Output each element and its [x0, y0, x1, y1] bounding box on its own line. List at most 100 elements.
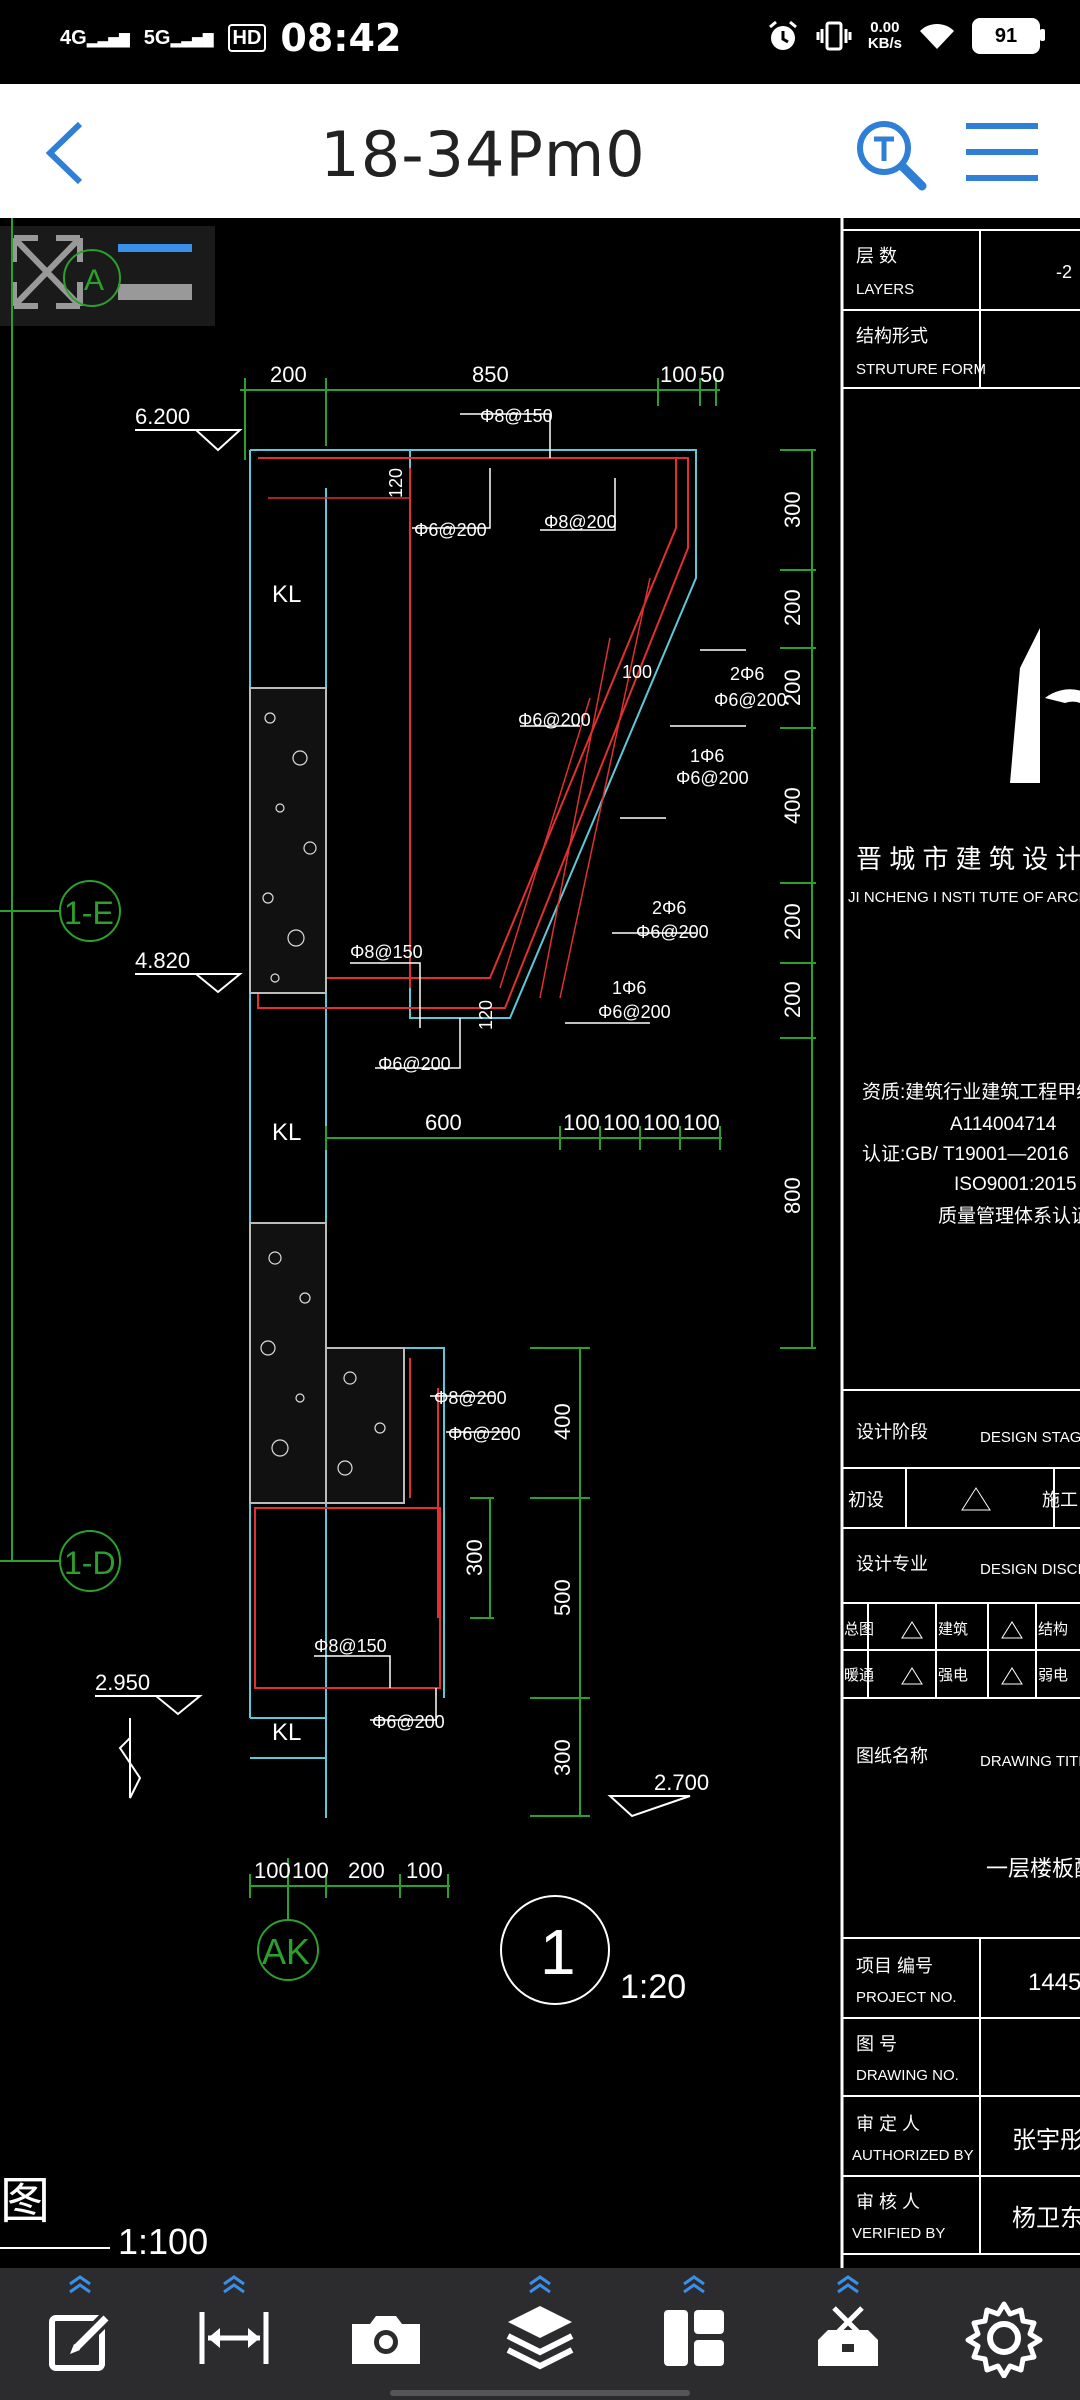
camera-tool[interactable]	[326, 2268, 446, 2400]
cad-drawing-canvas[interactable]: A 1-E 1-D AK 200 850 100 50 300 200 200 …	[0, 218, 1080, 2268]
back-arrow-icon[interactable]	[36, 118, 96, 188]
toolbox-tool[interactable]	[788, 2268, 908, 2400]
drawing-title-value: 一层楼板配	[986, 1856, 1080, 1881]
rebar-label: Φ8@150	[480, 406, 553, 426]
qualification: A114004714	[950, 1114, 1057, 1135]
tb-label: 施工	[1042, 1490, 1078, 1510]
tb-label: DESIGN STAGE	[980, 1429, 1080, 1446]
beam-label-kl: KL	[272, 1119, 301, 1146]
toolbox-icon[interactable]	[808, 2298, 888, 2378]
axis-label-a: A	[84, 264, 104, 297]
beam-label-kl: KL	[272, 1719, 301, 1746]
dim-label: 200	[780, 669, 805, 706]
tb-label: LAYERS	[856, 281, 914, 298]
settings-tool[interactable]	[944, 2268, 1064, 2400]
verified-by-value: 杨卫东	[1012, 2205, 1080, 2232]
plan-scale: 1:100	[118, 2221, 208, 2262]
menu-icon[interactable]	[964, 120, 1040, 184]
detail-scale: 1:20	[620, 1968, 686, 2006]
qualification: 质量管理体系认证	[938, 1205, 1080, 1227]
layers-tool[interactable]	[480, 2268, 600, 2400]
dim-label: 800	[780, 1177, 805, 1214]
app-bar: 18-34Pm0	[0, 84, 1080, 218]
vibrate-icon	[816, 21, 852, 51]
rebar-label: Φ6@200	[414, 520, 487, 540]
tb-label: VERIFIED BY	[852, 2225, 945, 2242]
dim-label: 500	[550, 1579, 575, 1616]
qualification: 资质:建筑行业建筑工程甲级	[862, 1081, 1080, 1103]
fullscreen-toggle-icon[interactable]: A	[0, 226, 215, 326]
dim-label: 200	[780, 903, 805, 940]
layout-tool[interactable]	[634, 2268, 754, 2400]
dim-label: 100	[292, 1858, 329, 1883]
rebar-label: 2Φ6	[652, 898, 686, 918]
rebar-label: 100	[622, 662, 652, 682]
chevron-up-icon	[683, 2275, 705, 2294]
gesture-bar[interactable]	[390, 2390, 690, 2396]
wifi-icon	[920, 23, 954, 49]
tb-label: 审 核 人	[856, 2192, 920, 2212]
tb-label: 结构形式	[856, 326, 928, 346]
elevation-label: 4.820	[135, 948, 190, 973]
rebar-label: Φ6@200	[378, 1054, 451, 1074]
dim-label: 300	[462, 1539, 487, 1576]
tb-label: 项目 编号	[856, 1956, 933, 1976]
camera-icon[interactable]	[346, 2298, 426, 2378]
tb-label: 弱电	[1038, 1667, 1068, 1684]
axis-label-1d: 1-D	[64, 1545, 116, 1581]
qualification: ISO9001:2015	[954, 1174, 1077, 1195]
measure-icon[interactable]	[194, 2298, 274, 2378]
hd-voice-icon: HD	[227, 24, 267, 52]
tb-label: 审 定 人	[856, 2114, 920, 2134]
elevation-label: 2.950	[95, 1670, 150, 1695]
concrete-hatch	[249, 1222, 327, 1504]
battery-indicator: 91	[972, 18, 1045, 54]
dim-label: 100	[254, 1858, 291, 1883]
plan-title-fragment: 图	[0, 2173, 50, 2229]
dim-label: 600	[425, 1110, 462, 1135]
bottom-toolbar	[0, 2268, 1080, 2400]
dim-label: 100	[406, 1858, 443, 1883]
dim-label: 100	[660, 362, 697, 387]
cad-drawing[interactable]: A 1-E 1-D AK 200 850 100 50 300 200 200 …	[0, 218, 1080, 2268]
edit-icon[interactable]	[40, 2298, 120, 2378]
tb-label: 层 数	[856, 246, 897, 266]
tb-label: DRAWING TITLE	[980, 1753, 1080, 1770]
chevron-up-icon	[69, 2275, 91, 2294]
tb-label: 总图	[844, 1621, 874, 1638]
rebar-label: Φ6@200	[518, 710, 591, 730]
gear-icon[interactable]	[964, 2298, 1044, 2378]
dim-label: 200	[270, 362, 307, 387]
dim-label: 400	[780, 787, 805, 824]
annotate-tool[interactable]	[20, 2268, 140, 2400]
layers-icon[interactable]	[500, 2298, 580, 2378]
elevation-label: 6.200	[135, 404, 190, 429]
signal-4g-icon: 4G▂▃▅▇	[60, 26, 130, 49]
institute-logo	[930, 628, 1080, 783]
elevation-label: 2.700	[654, 1770, 709, 1795]
alarm-icon	[768, 20, 797, 50]
rebar-label: 1Φ6	[612, 978, 646, 998]
tb-label: DESIGN DISCIPLI	[980, 1561, 1080, 1578]
layout-icon[interactable]	[654, 2298, 734, 2378]
concrete-hatch	[325, 1347, 405, 1504]
tb-label: DRAWING NO.	[856, 2067, 959, 2084]
dim-label: 200	[780, 589, 805, 626]
measure-tool[interactable]	[174, 2268, 294, 2400]
tb-label: 结构	[1038, 1621, 1068, 1638]
status-time: 08:42	[280, 16, 402, 60]
tb-label: PROJECT NO.	[856, 1989, 957, 2006]
rebar-label: 120	[386, 468, 406, 498]
rebar-label: 1Φ6	[690, 746, 724, 766]
signal-5g-icon: 5G▂▃▅▇	[143, 26, 214, 49]
dim-label: 200	[348, 1858, 385, 1883]
rebar-label: Φ8@200	[434, 1388, 507, 1408]
tb-label: 建筑	[938, 1621, 968, 1638]
dim-label: 300	[550, 1739, 575, 1776]
axis-bubble-1e	[59, 880, 121, 942]
institute-name: 晋 城 市 建 筑 设 计 院	[856, 844, 1080, 874]
text-search-icon[interactable]	[850, 114, 930, 194]
beam-label-kl: KL	[272, 581, 301, 608]
